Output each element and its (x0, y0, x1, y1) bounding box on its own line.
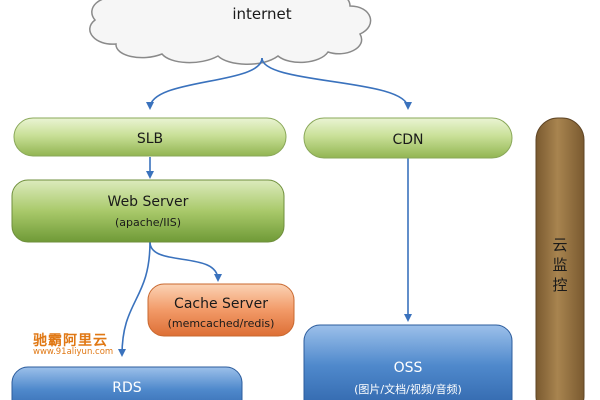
web-server-label: Web Server (108, 194, 189, 210)
rds-label: RDS (112, 380, 142, 396)
cloud-monitor-char: 云 (552, 236, 567, 254)
internet-label: internet (232, 5, 291, 23)
slb-label: SLB (137, 131, 163, 147)
cache-server-sublabel: (memcached/redis) (168, 317, 275, 330)
web-server-node: Web Server (apache/IIS) (11, 179, 285, 243)
watermark-title: 驰霸阿里云 (33, 333, 108, 349)
oss-sublabel: (图片/文档/视频/音频) (354, 382, 462, 396)
cdn-label: CDN (392, 132, 423, 148)
arrow-webserver-to-rds (118, 241, 151, 357)
arrow-internet-to-slb (146, 57, 263, 110)
cloud-monitor-bar: 云监控 (535, 117, 585, 400)
oss-label: OSS (394, 360, 423, 376)
cloud-monitor-char: 监 (552, 256, 567, 274)
oss-node: OSS (图片/文档/视频/音频) (303, 324, 513, 400)
cloud-monitor-char: 控 (552, 276, 567, 294)
cache-server-label: Cache Server (174, 296, 268, 312)
slb-node: SLB (13, 117, 287, 157)
web-server-sublabel: (apache/IIS) (115, 216, 181, 229)
cache-server-node: Cache Server (memcached/redis) (147, 283, 295, 337)
watermark-url: www.91aliyun.com (33, 347, 114, 357)
connectors (118, 57, 412, 357)
cdn-node: CDN (303, 117, 513, 159)
arrow-webserver-to-cache (149, 241, 222, 282)
rds-node: RDS (11, 366, 243, 400)
internet-cloud: internet (89, 0, 372, 65)
arrow-internet-to-cdn (261, 57, 412, 110)
cloud-monitor-label: 云监控 (552, 236, 567, 294)
